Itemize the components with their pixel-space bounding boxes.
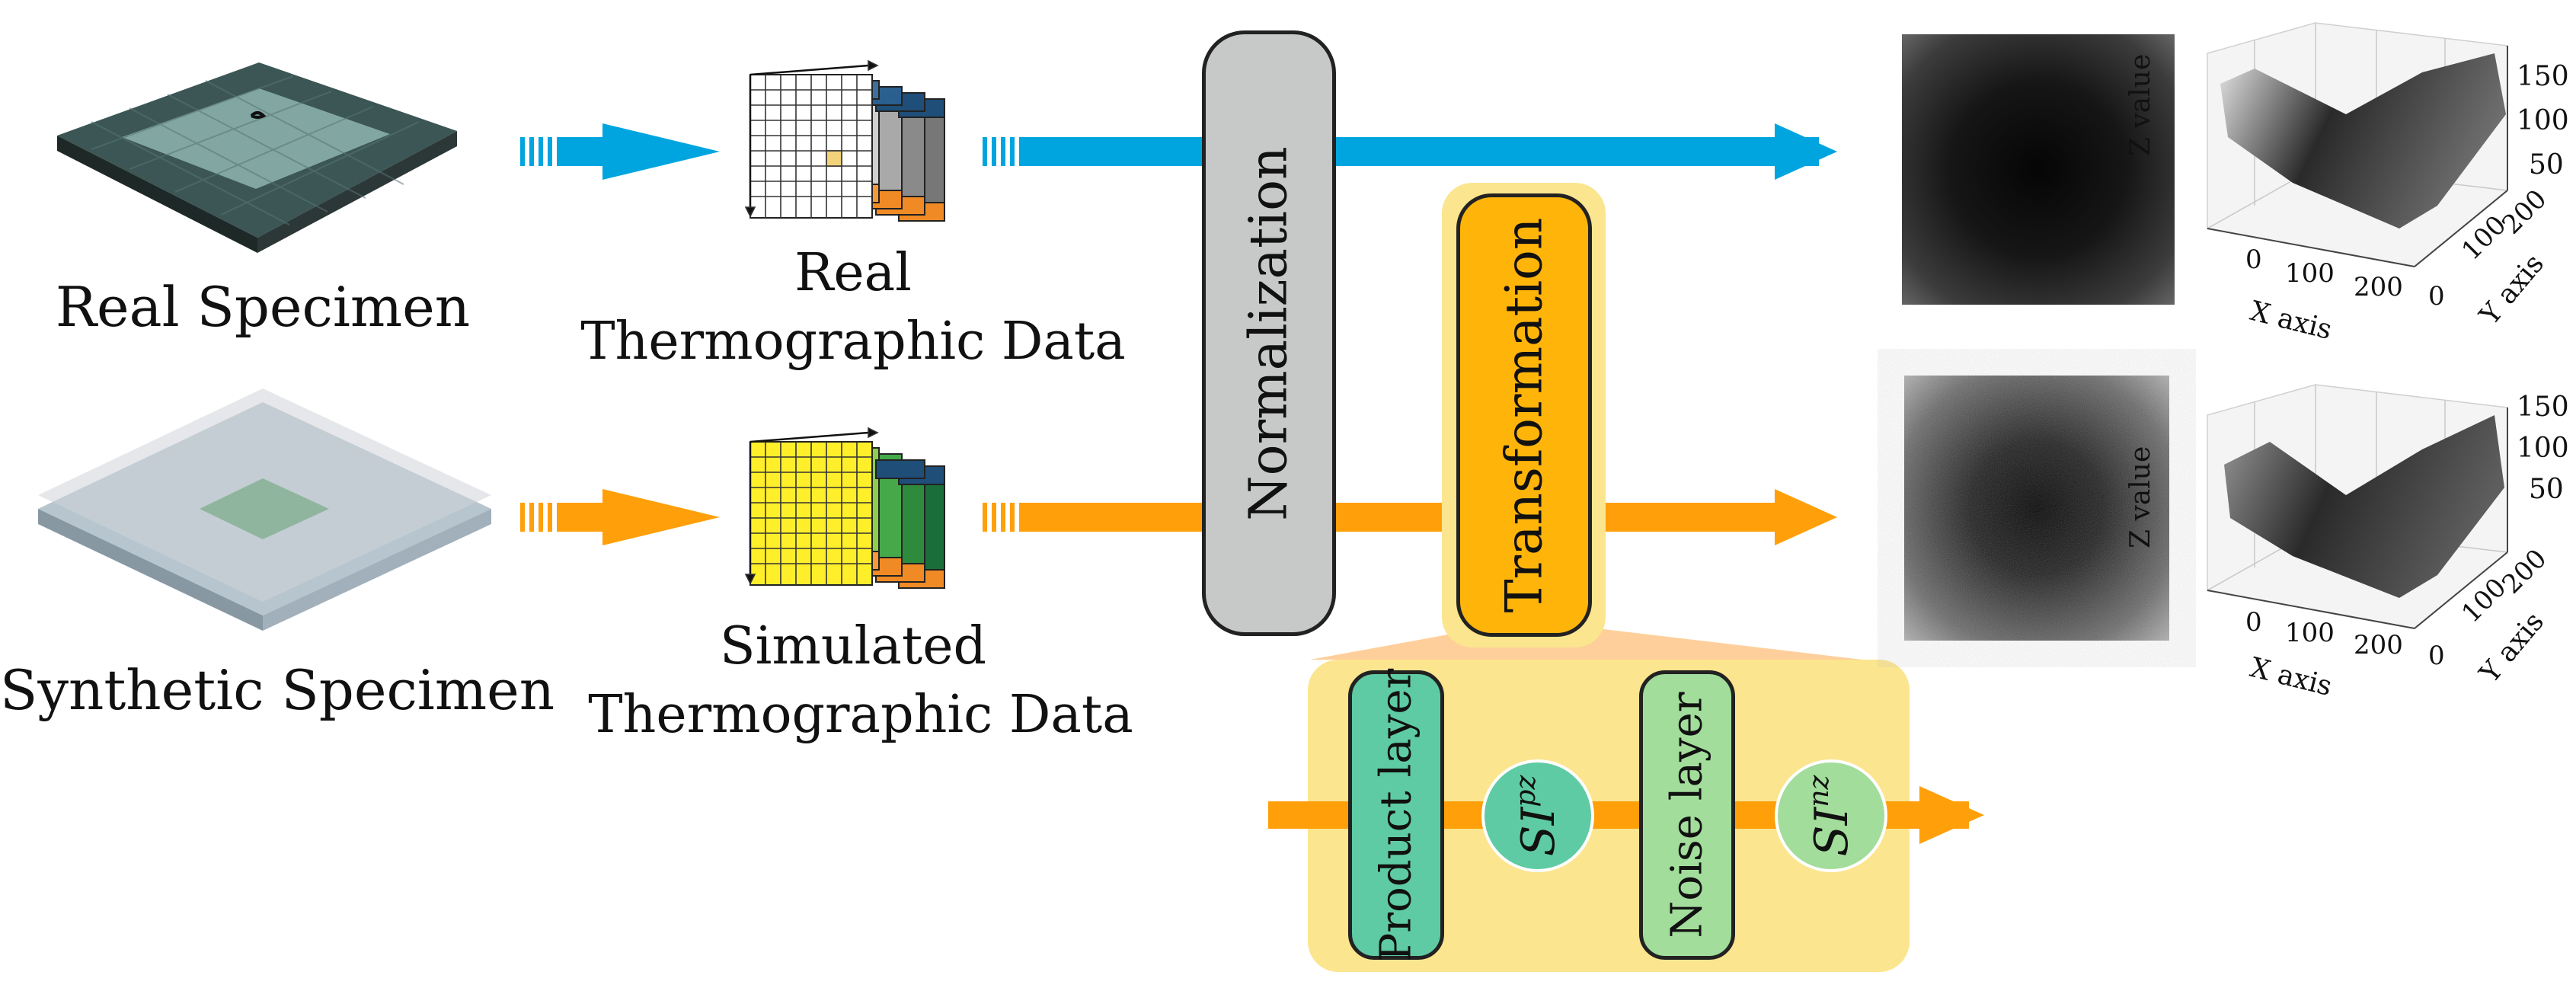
real-plot-x-tick-0: 0 [2245,245,2262,275]
si-pz-base: SI [1512,807,1566,857]
si-pz-label: SIpz [1510,775,1565,857]
real-3d-plot [2207,22,2508,267]
si-nz-base: SI [1805,807,1859,857]
si-nz-label: SInz [1804,775,1858,857]
sim-plot-z-label: Z value [2125,446,2156,548]
normalization-label: Normalization [1238,145,1299,521]
real-plot-x-tick-200: 200 [2354,272,2403,302]
sim-data-label-line2: Thermographic Data [588,685,1133,745]
real-thermo-front-grid [744,59,879,218]
real-plot-z-tick-150: 150 [2517,61,2569,92]
synthetic-specimen-illustration [38,388,491,631]
sim-output-image [1904,376,2169,641]
sim-plot-y-tick-0: 0 [2428,641,2445,671]
real-data-label-line2: Thermographic Data [580,312,1126,372]
real-data-arrow-1 [520,123,720,180]
sim-data-arrow-2 [983,489,1837,545]
real-data-arrow-2 [983,123,1837,180]
sim-plot-z-tick-150: 150 [2517,392,2569,423]
sim-data-label-line1: Simulated [720,616,986,676]
product-layer-block: Product layer [1348,668,1444,962]
real-specimen-label: Real Specimen [55,275,471,339]
real-data-label-line1: Real [794,243,912,303]
sim-data-arrow-1 [520,489,720,545]
sim-plot-z-tick-50: 50 [2529,474,2564,505]
real-plot-y-tick-0: 0 [2428,281,2445,312]
real-plot-z-label: Z value [2125,53,2156,156]
real-plot-z-tick-50: 50 [2529,149,2564,181]
real-thermo-cube [749,74,945,222]
sim-plot-x-tick-100: 100 [2285,618,2335,648]
si-pz-node: SIpz [1481,759,1594,872]
product-layer-label: Product layer [1371,668,1421,962]
real-plot-z-tick-100: 100 [2517,105,2569,136]
noise-layer-block: Noise layer [1639,670,1735,960]
sim-3d-plot [2207,384,2508,629]
real-plot-x-tick-100: 100 [2285,258,2335,289]
sim-thermo-front-grid [744,427,879,585]
normalization-block: Normalization [1202,30,1336,636]
si-pz-superscript: pz [1510,775,1542,807]
sim-plot-x-tick-0: 0 [2245,607,2262,638]
si-nz-superscript: nz [1803,775,1835,807]
real-specimen-illustration [57,62,457,253]
real-output-image [1902,34,2175,305]
sim-thermo-cube [749,441,945,589]
sim-plot-z-tick-100: 100 [2517,433,2569,464]
sim-plot-x-tick-200: 200 [2354,630,2403,660]
transformation-label: Transformation [1494,217,1554,613]
synthetic-specimen-label: Synthetic Specimen [0,658,555,722]
transformation-block: Transformation [1456,193,1592,637]
si-nz-node: SInz [1775,759,1887,872]
noise-layer-label: Noise layer [1662,692,1712,938]
